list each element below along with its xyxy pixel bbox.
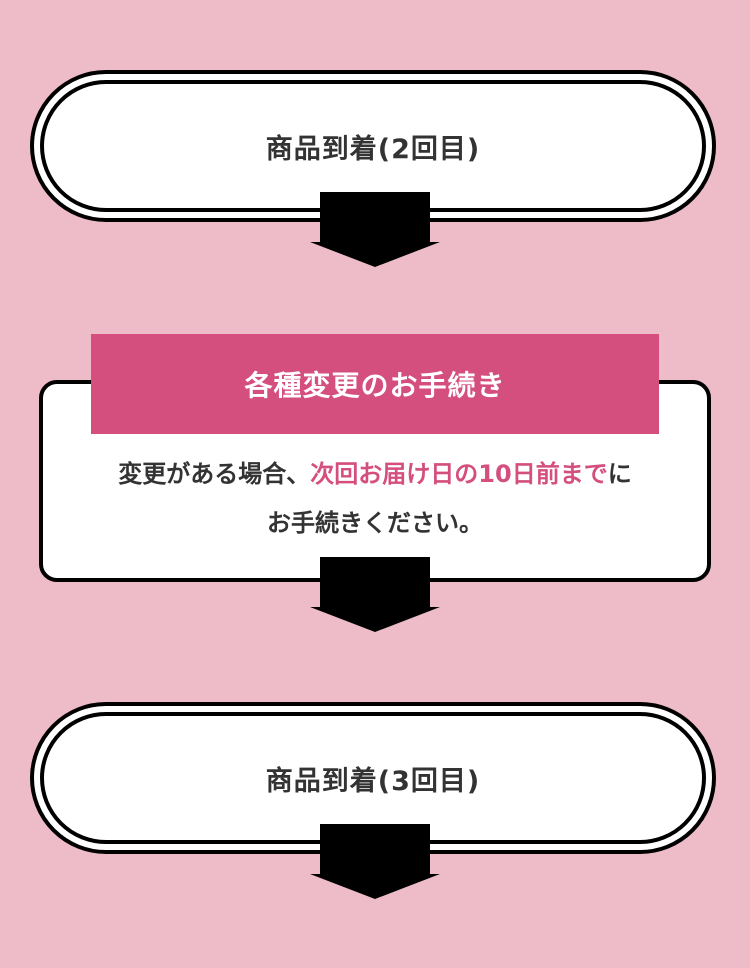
change-procedure-text: 変更がある場合、次回お届け日の10日前までに お手続きください。 xyxy=(39,450,711,548)
step-arrival-3: 商品到着(3回目) xyxy=(30,702,716,854)
step-label: 商品到着(3回目) xyxy=(265,765,481,797)
step-arrival-2-inner: 商品到着(2回目) xyxy=(40,80,706,212)
step-label: 商品到着(2回目) xyxy=(265,133,481,165)
change-procedure-title: 各種変更のお手続き xyxy=(244,369,506,402)
down-arrow-icon xyxy=(310,557,440,632)
down-arrow-icon xyxy=(310,824,440,899)
body-deadline-highlight: 次回お届け日の10日前まで xyxy=(310,460,608,488)
change-procedure-header: 各種変更のお手続き xyxy=(91,334,659,434)
down-arrow-icon xyxy=(310,192,440,267)
step-arrival-2: 商品到着(2回目) xyxy=(30,70,716,222)
body-prefix: 変更がある場合、 xyxy=(118,460,311,488)
body-suffix: に xyxy=(607,460,632,488)
body-line-2: お手続きください。 xyxy=(267,509,483,537)
